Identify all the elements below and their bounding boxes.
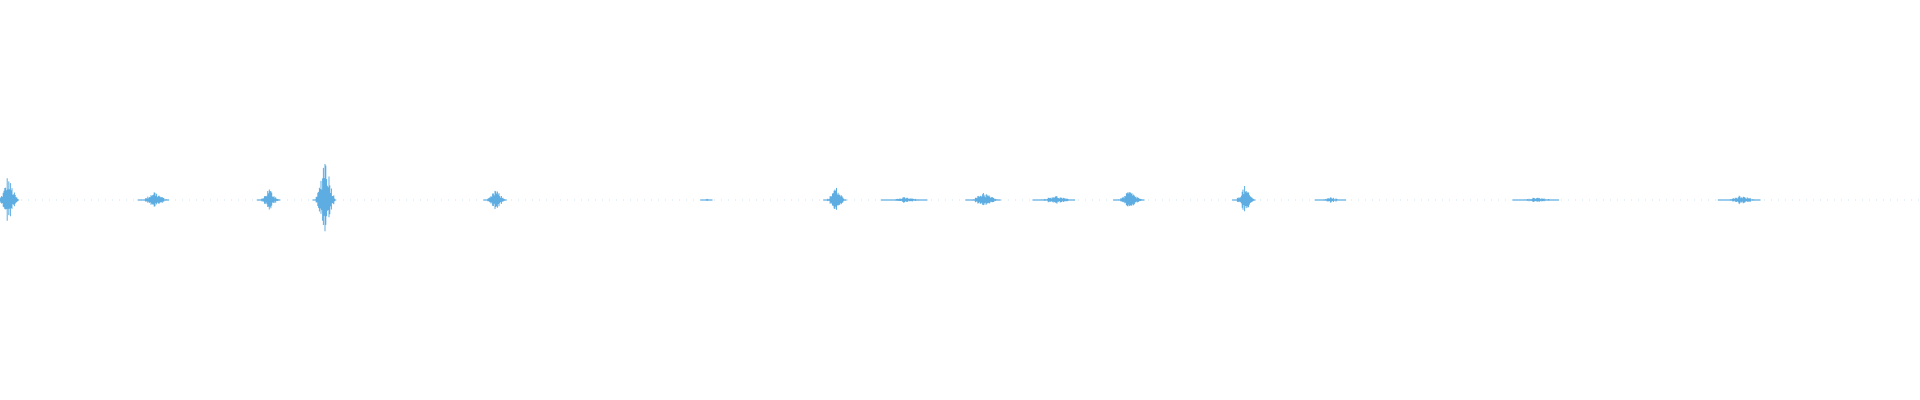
waveform-burst (137, 192, 170, 207)
waveform-burst (965, 193, 1001, 206)
waveform-burst (1232, 186, 1256, 212)
waveform-burst (1314, 197, 1347, 203)
waveform-burst (1512, 197, 1560, 202)
waveform-burst (823, 187, 847, 210)
waveform-burst (312, 164, 336, 232)
waveform-burst (0, 178, 19, 221)
waveform-burst (700, 198, 713, 201)
waveform-burst (1717, 195, 1761, 205)
waveform-trace (0, 164, 1920, 232)
waveform-burst (1113, 192, 1145, 207)
waveform-burst (256, 189, 281, 210)
waveform-burst (483, 190, 507, 209)
waveform-burst (1032, 196, 1076, 204)
waveform-burst (880, 197, 928, 203)
